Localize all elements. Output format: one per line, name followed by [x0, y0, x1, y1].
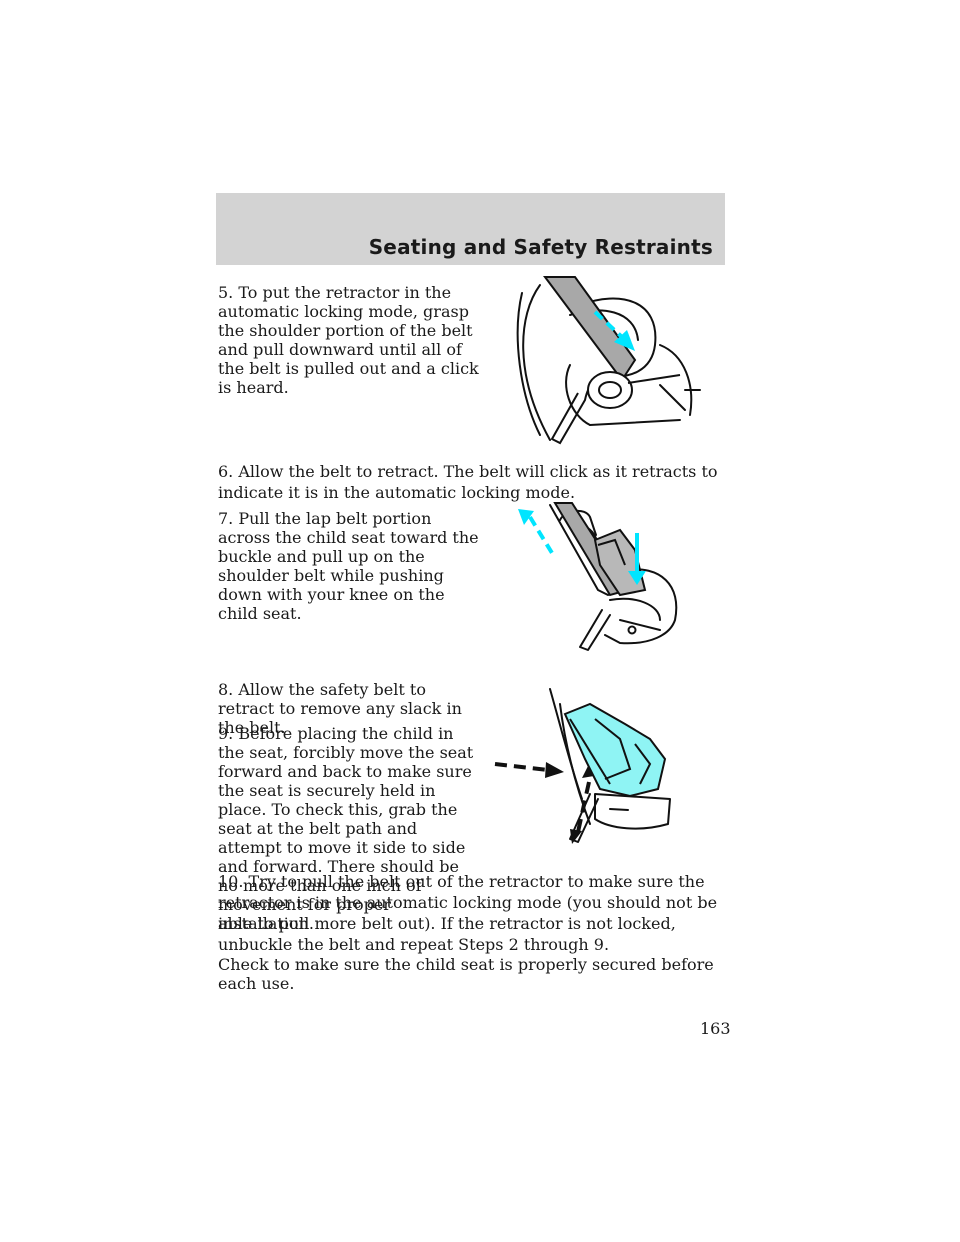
step-6-text: 6. Allow the belt to retract. The belt w…	[218, 462, 718, 502]
header-band: Seating and Safety Restraints	[216, 193, 725, 265]
step-9-text: 9. Before placing the child in the seat,…	[218, 724, 474, 933]
step-8-text: 8. Allow the safety belt to retract to r…	[218, 680, 462, 737]
step-7-text: 7. Pull the lap belt portion across the …	[218, 509, 479, 623]
page-number: 163	[700, 1019, 731, 1038]
step-10-text: 10. Try to pull the belt out of the retr…	[218, 872, 718, 954]
closing-note: Check to make sure the child seat is pro…	[218, 955, 714, 993]
section-title: Seating and Safety Restraints	[368, 235, 713, 259]
illustration-check-seat-movement	[494, 688, 671, 844]
illustration-retractor-pull	[516, 276, 701, 445]
step-5-text: 5. To put the retractor in the automatic…	[218, 283, 479, 397]
illustration-pull-shoulder-belt	[518, 502, 678, 651]
